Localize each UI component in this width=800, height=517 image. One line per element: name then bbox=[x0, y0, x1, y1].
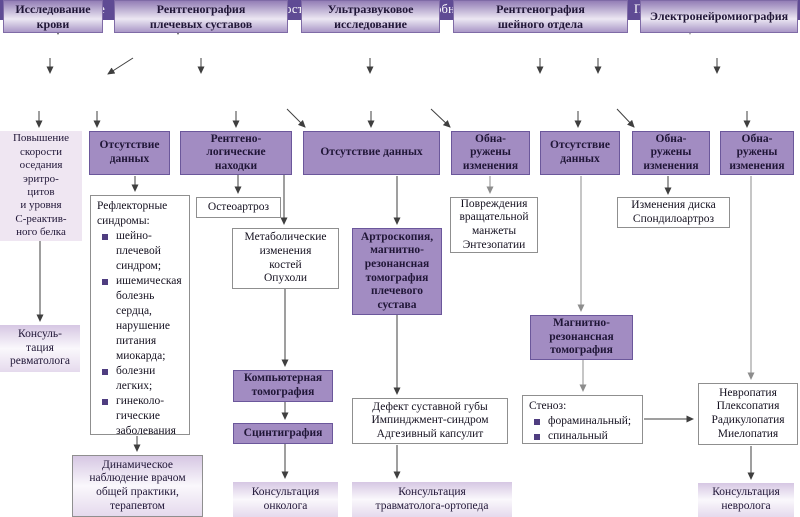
list-item: болезни легких; bbox=[97, 364, 182, 394]
node-dynamic-observation: Динамическое наблюдение врачом общей пра… bbox=[72, 455, 203, 517]
list-item: фораминальный; bbox=[529, 414, 631, 429]
node-neuropathy: Невропатия Плексопатия Радикулопатия Мие… bbox=[698, 383, 798, 445]
node-xray-cervical: Рентгенография шейного отдела bbox=[453, 0, 628, 33]
node-metabolic-bone: Метаболические изменения костей Опухоли bbox=[232, 228, 339, 289]
node-rheumatologist: Консуль- тация ревматолога bbox=[0, 325, 80, 372]
node-xray-findings: Рентгено- логические находки bbox=[180, 131, 292, 175]
node-no-data-blood: Отсутствие данных bbox=[89, 131, 170, 175]
node-no-data-cervical: Отсутствие данных bbox=[540, 131, 620, 175]
node-xray-shoulder: Рентгенография плечевых суставов bbox=[114, 0, 288, 33]
list-item: спинальный bbox=[529, 429, 631, 444]
reflex-syndromes-list: шейно- плечевой синдром;ишемическая боле… bbox=[97, 229, 182, 439]
node-changes-cervical: Обна- ружены изменения bbox=[632, 131, 710, 175]
node-arthroscopy-mri: Артроскопия, магнитно- резонансная томог… bbox=[352, 228, 442, 315]
node-blood-test: Исследование крови bbox=[3, 0, 103, 33]
node-ultrasound: Ультразвуковое исследование bbox=[301, 0, 440, 33]
stenosis-list: фораминальный;спинальный bbox=[529, 414, 631, 444]
list-item: гинеколо- гические заболевания bbox=[97, 394, 182, 439]
list-item: шейно- плечевой синдром; bbox=[97, 229, 182, 274]
node-disk-changes: Изменения диска Спондилоартроз bbox=[617, 197, 730, 228]
node-changes-ultrasound: Обна- ружены изменения bbox=[451, 131, 530, 175]
node-oncologist: Консультация онколога bbox=[233, 482, 338, 517]
node-traumatologist: Консультация травматолога-ортопеда bbox=[352, 482, 512, 517]
list-item: ишемическая болезнь сердца, нарушение пи… bbox=[97, 274, 182, 364]
node-mri: Магнитно- резонансная томография bbox=[530, 315, 633, 360]
node-scintigraphy: Сцинтиграфия bbox=[233, 423, 333, 444]
node-esr-crp: Повышение скорости оседания эритро- цито… bbox=[0, 131, 82, 241]
node-no-data-ultrasound: Отсутствие данных bbox=[303, 131, 440, 175]
node-rotator-cuff: Повреждения вращательной манжеты Энтезоп… bbox=[450, 197, 538, 253]
stenosis-title: Стеноз: bbox=[529, 400, 567, 412]
arrow bbox=[616, 108, 635, 128]
node-ct: Компьютерная томография bbox=[233, 370, 333, 402]
node-changes-enmg: Обна- ружены изменения bbox=[720, 131, 794, 175]
arrow bbox=[107, 57, 134, 75]
node-osteoarthrosis: Остеоартроз bbox=[196, 197, 281, 218]
node-reflex-syndromes: Рефлекторные синдромы: шейно- плечевой с… bbox=[90, 195, 190, 437]
arrow bbox=[286, 108, 306, 128]
node-labrum-defect: Дефект суставной губы Импинджмент-синдро… bbox=[352, 398, 508, 444]
node-enmg: Электронейромиография bbox=[640, 0, 798, 33]
node-neurologist: Консультация невролога bbox=[698, 483, 794, 517]
arrow bbox=[430, 108, 451, 128]
reflex-syndromes-title: Рефлекторные синдромы: bbox=[97, 200, 168, 227]
node-stenosis: Стеноз: фораминальный;спинальный bbox=[522, 395, 643, 444]
